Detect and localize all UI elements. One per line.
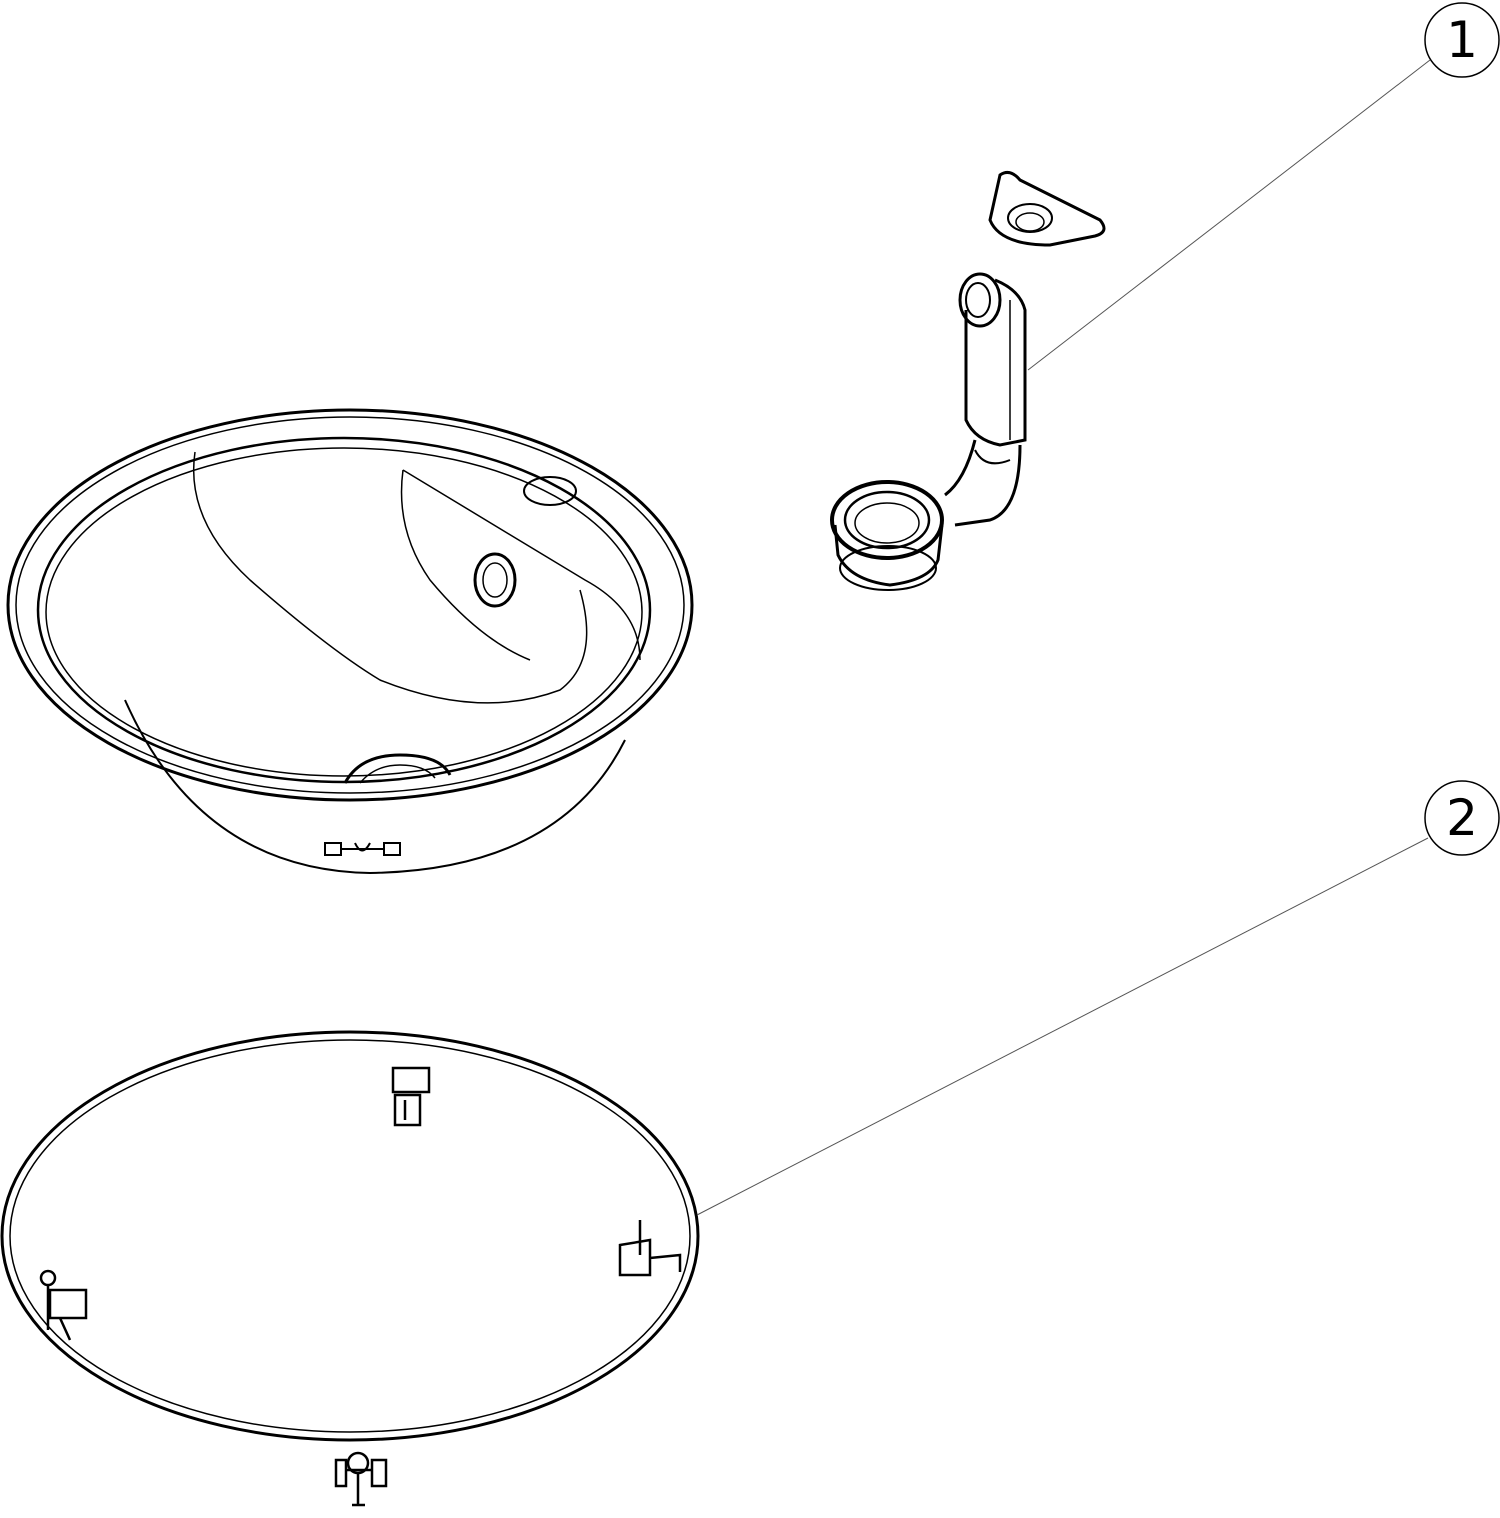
clamp [334,1451,388,1507]
clamp [618,1220,682,1277]
callout-label-2: 2 [1446,789,1478,847]
leader-line-1 [1027,59,1431,371]
clamp [391,1066,431,1127]
callout-2 [696,780,1500,1216]
drain-assembly [830,170,1106,591]
callout-balloon-1 [1424,2,1500,78]
callout-label-1: 1 [1446,11,1478,69]
clamp [39,1269,88,1341]
overflow-hole [473,552,517,608]
sink-clip [324,842,401,856]
callout-1 [1027,2,1500,371]
fixing-ring [0,1030,700,1507]
tap-hole [523,476,577,506]
callout-balloon-2 [1424,780,1500,856]
sink-basin [6,408,694,875]
leader-line-2 [696,837,1429,1216]
